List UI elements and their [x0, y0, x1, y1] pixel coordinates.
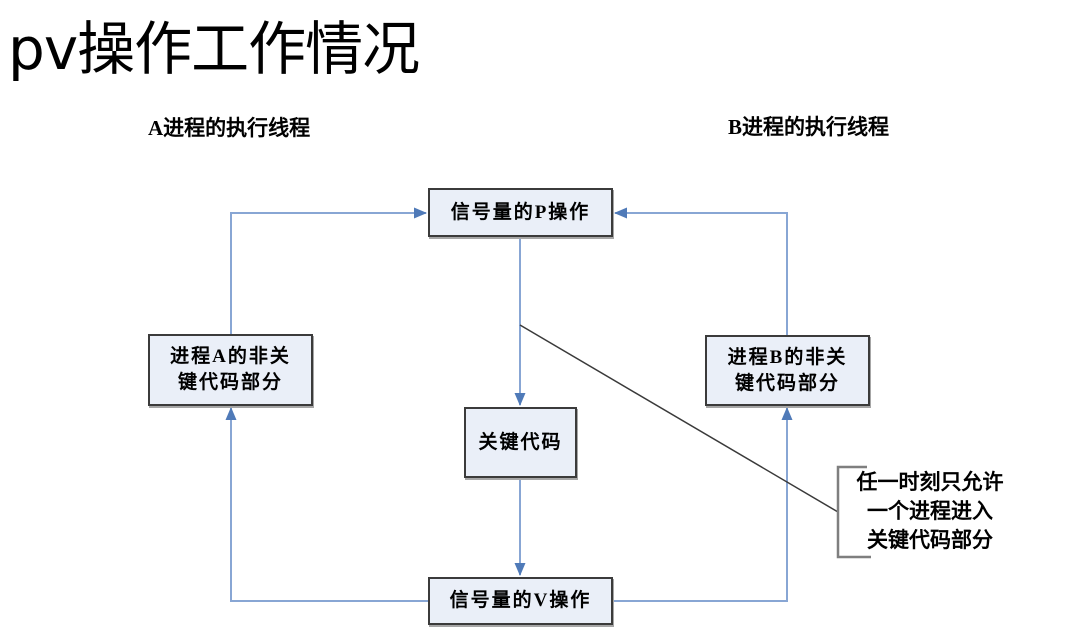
node-process-a-noncritical: 进程A的非关 键代码部分 [148, 334, 313, 406]
callout-line-2: 一个进程进入 [867, 499, 993, 523]
node-process-b-label-line1: 进程B的非关 [727, 346, 848, 368]
callout-bracket [836, 465, 871, 559]
node-v-operation: 信号量的V操作 [428, 577, 613, 625]
node-process-b-noncritical: 进程B的非关 键代码部分 [705, 335, 870, 406]
callout-annotation: 任一时刻只允许 一个进程进入 关键代码部分 [850, 468, 1010, 555]
node-p-operation: 信号量的P操作 [428, 188, 613, 237]
connector-v-operation-to-process-a [225, 407, 428, 602]
connector-process-b-to-p-operation [614, 207, 788, 335]
callout-leader-line [519, 324, 839, 513]
node-critical-code-label: 关键代码 [478, 431, 563, 453]
node-process-a-label-line1: 进程A的非关 [170, 346, 291, 367]
lane-label-process-a: A进程的执行线程 [148, 116, 311, 140]
node-critical-code: 关键代码 [464, 407, 577, 478]
node-process-a-label-line2: 键代码部分 [177, 372, 283, 393]
node-p-operation-label: 信号量的P操作 [450, 201, 591, 223]
callout-line-1: 任一时刻只允许 [856, 470, 1004, 494]
lane-label-process-b: B进程的执行线程 [728, 115, 890, 139]
connector-process-a-to-p-operation [230, 207, 427, 334]
node-process-b-label-line2: 键代码部分 [734, 372, 840, 394]
node-v-operation-label: 信号量的V操作 [449, 590, 592, 611]
page-title: pv操作工作情况 [8, 15, 420, 83]
connector-v-operation-to-process-b [613, 407, 793, 602]
callout-line-3: 关键代码部分 [867, 528, 993, 552]
